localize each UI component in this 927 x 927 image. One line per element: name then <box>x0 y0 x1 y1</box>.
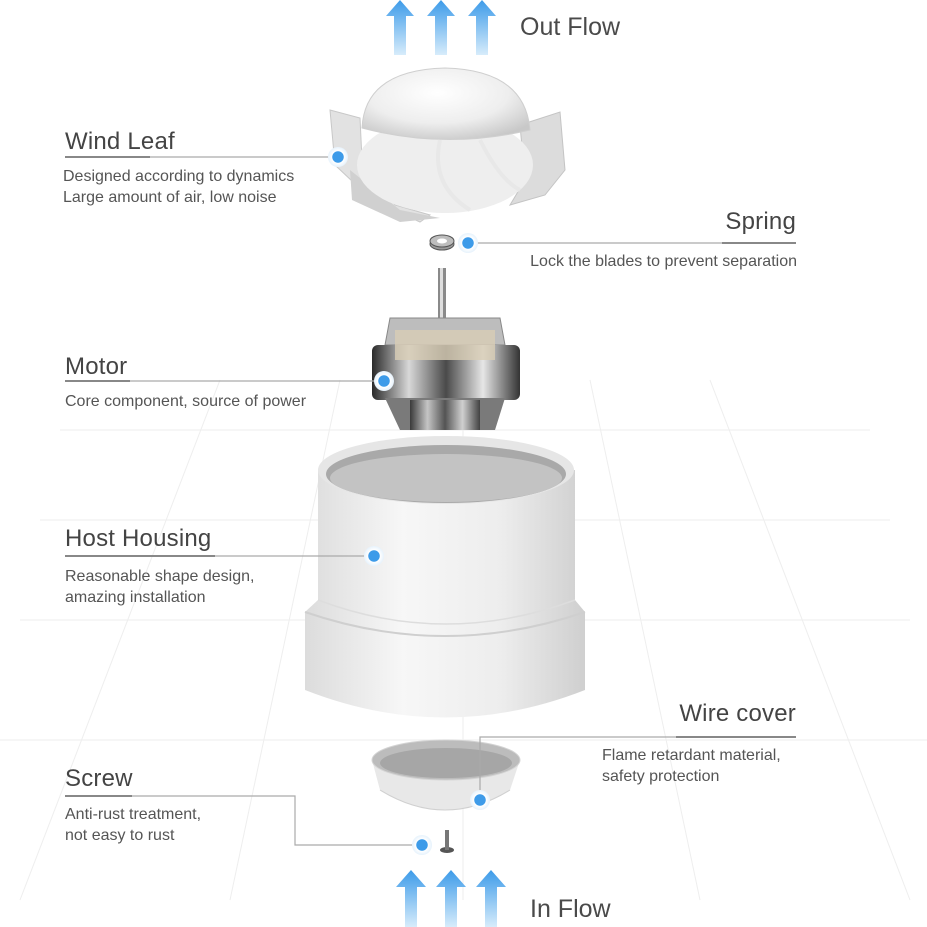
wind-leaf-illustration <box>329 67 566 223</box>
spring-marker-icon <box>458 233 478 253</box>
screw-illustration <box>440 830 454 853</box>
housing-desc-1: Reasonable shape design, <box>65 568 255 585</box>
in-flow-arrows-icon <box>396 870 506 927</box>
wind-leaf-desc-2: Large amount of air, low noise <box>63 189 277 206</box>
wire-cover-illustration <box>371 739 521 811</box>
spring-desc-1: Lock the blades to prevent separation <box>530 253 797 270</box>
marker-dots <box>328 147 490 855</box>
motor-desc-1: Core component, source of power <box>65 393 307 410</box>
wind-leaf-marker-icon <box>328 147 348 167</box>
wire-cover-marker-icon <box>470 790 490 810</box>
spring-title: Spring <box>725 208 796 235</box>
housing-marker-icon <box>364 546 384 566</box>
motor-marker-icon <box>374 371 394 391</box>
out-flow-label: Out Flow <box>520 13 621 41</box>
motor-illustration <box>372 268 520 430</box>
motor-title: Motor <box>65 353 128 380</box>
screw-title: Screw <box>65 765 133 792</box>
title-underlines <box>65 156 796 797</box>
housing-title: Host Housing <box>65 525 212 552</box>
wind-leaf-desc-1: Designed according to dynamics <box>63 168 295 185</box>
wind-leaf-title: Wind Leaf <box>65 128 175 155</box>
host-housing-illustration <box>304 436 586 718</box>
out-flow-arrows-icon <box>386 0 496 55</box>
wire-cover-desc-2: safety protection <box>602 768 720 785</box>
in-flow-label: In Flow <box>530 895 611 923</box>
wire-cover-desc-1: Flame retardant material, <box>602 747 781 764</box>
spring-illustration <box>429 234 455 251</box>
screw-desc-1: Anti-rust treatment, <box>65 806 202 823</box>
screw-marker-icon <box>412 835 432 855</box>
housing-desc-2: amazing installation <box>65 589 206 606</box>
wire-cover-title: Wire cover <box>679 700 796 727</box>
screw-desc-2: not easy to rust <box>65 827 175 844</box>
